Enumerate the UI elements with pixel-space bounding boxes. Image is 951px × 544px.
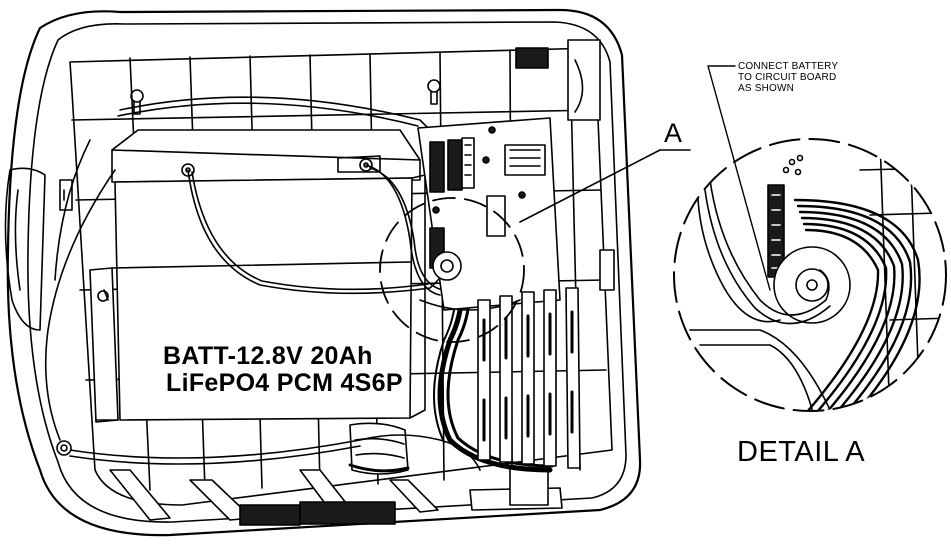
detail-a-title: DETAIL A bbox=[737, 436, 866, 468]
battery-label-line1: BATT-12.8V 20Ah bbox=[163, 342, 373, 370]
battery bbox=[89, 129, 426, 475]
keyhole-slot-right bbox=[427, 79, 441, 105]
battery-label-line2: LiFePO4 PCM 4S6P bbox=[166, 369, 403, 397]
connect-note-line3: AS SHOWN bbox=[738, 83, 795, 94]
detail-a-region-circle bbox=[379, 197, 525, 343]
heat-sink bbox=[477, 287, 581, 469]
circuit-board bbox=[417, 117, 561, 311]
detail-a-leader-line bbox=[519, 149, 691, 223]
keyhole-slot-left bbox=[130, 89, 144, 115]
detail-marker-label: A bbox=[664, 118, 683, 148]
detail-a-view bbox=[673, 65, 947, 412]
connect-note-line1: CONNECT BATTERY bbox=[738, 61, 839, 72]
connect-note-line2: TO CIRCUIT BOARD bbox=[738, 72, 837, 83]
